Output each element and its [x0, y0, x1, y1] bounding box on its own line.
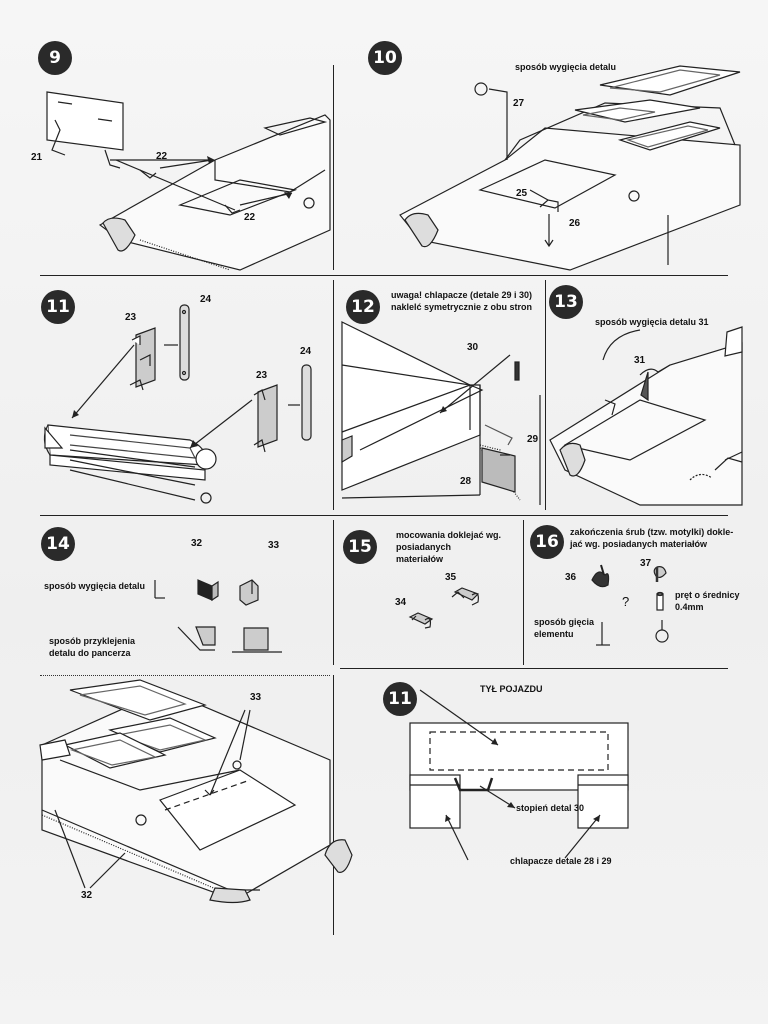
divider-v-row3b [523, 520, 524, 665]
step12-label-28: 28 [460, 476, 472, 487]
step15-label-34: 34 [395, 597, 407, 608]
step-16-badge: 16 [530, 525, 564, 559]
divider-v-top [333, 65, 334, 270]
step-13-badge: 13 [549, 285, 583, 319]
step-10-badge: 10 [368, 41, 402, 75]
step16-rod-line2: 0.4mm [675, 602, 704, 612]
step15-caption-line1: mocowania doklejać wg. [396, 530, 502, 540]
step9-part-sheet [46, 91, 124, 151]
divider-h-1 [40, 275, 728, 276]
step9-label-22b: 22 [244, 212, 256, 223]
rear-view-step-11-badge: 11 [383, 682, 417, 716]
step9-label-22a: 22 [156, 151, 168, 162]
step16-caption-line2: jać wg. posiadanych materiałów [570, 539, 708, 549]
step16-bend-caption-line1: sposób gięcia [534, 617, 595, 627]
step10-label-26: 26 [569, 218, 581, 229]
step11-label-24b: 24 [300, 346, 312, 357]
step12-label-30: 30 [467, 342, 479, 353]
step15-caption-line3: materiałów [396, 554, 444, 564]
step14-label-33: 33 [268, 540, 280, 551]
step14-glue-caption-line2: detalu do pancerza [49, 648, 131, 658]
step16-label-36: 36 [565, 572, 577, 583]
step16-question: ? [622, 594, 630, 609]
step13-caption: sposób wygięcia detalu 31 [595, 317, 709, 327]
divider-h-3-right [340, 668, 728, 669]
step15-label-35: 35 [445, 572, 457, 583]
step11-label-23b: 23 [256, 370, 268, 381]
step-12-badge: 12 [346, 290, 380, 324]
step12-caption-line2: naklelć symetrycznie z obu stron [391, 302, 533, 312]
step16-label-37: 37 [640, 558, 652, 569]
rear-view-step-label: stopień detal 30 [516, 803, 585, 813]
step10-caption: sposób wygięcia detalu [515, 62, 617, 72]
rear-view-mudflap-label: chlapacze detale 28 i 29 [510, 856, 612, 866]
step12-caption-line1: uwaga! chlapacze (detale 29 i 30) [391, 290, 533, 300]
step10-label-25: 25 [516, 188, 528, 199]
step14-bend-caption: sposób wygięcia detalu [44, 581, 146, 591]
step14-label-32: 32 [191, 538, 203, 549]
step-11-badge: 11 [41, 290, 75, 324]
step16-caption-line1: zakończenia śrub (tzw. motylki) dokle- [570, 527, 734, 537]
step-15-badge: 15 [343, 530, 377, 564]
step9-hull [98, 114, 331, 271]
step12-label-29: 29 [527, 434, 539, 445]
bottom-left-label-32: 32 [81, 890, 93, 901]
divider-h-2 [40, 515, 728, 516]
step9-label-21: 21 [31, 152, 43, 163]
step14-glue-caption-line1: sposób przyklejenia [49, 636, 136, 646]
divider-v-bottom [333, 675, 334, 935]
step15-caption-line2: posiadanych [396, 542, 452, 552]
divider-h-3-left [40, 675, 330, 676]
step11-label-23a: 23 [125, 312, 137, 323]
step10-label-27: 27 [513, 98, 525, 109]
divider-v-row2a [333, 280, 334, 510]
bottom-left-label-33: 33 [250, 692, 262, 703]
step-9-badge: 9 [38, 41, 72, 75]
step16-rod-line1: pręt o średnicy [675, 590, 740, 600]
step11-label-24a: 24 [200, 294, 212, 305]
divider-v-row2b [545, 280, 546, 510]
divider-v-row3a [333, 520, 334, 665]
step13-label-31: 31 [634, 355, 646, 366]
step-14-badge: 14 [41, 527, 75, 561]
step16-bend-caption-line2: elementu [534, 629, 574, 639]
rear-view-title: TYŁ POJAZDU [480, 684, 543, 694]
